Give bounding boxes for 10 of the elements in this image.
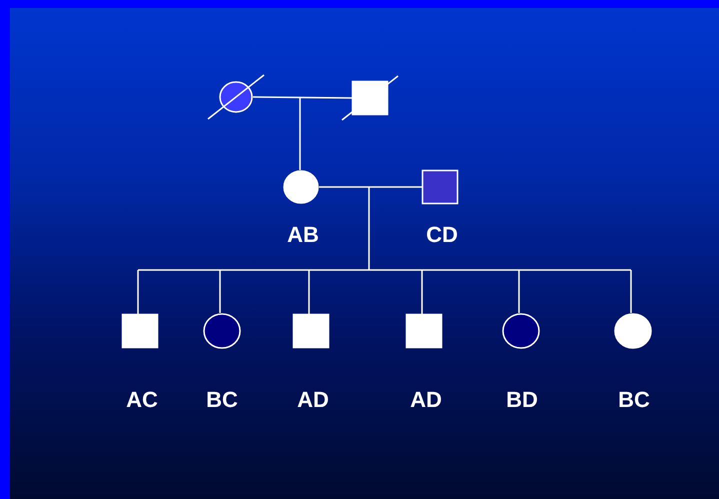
genotype-label: AD <box>410 387 442 413</box>
genotype-label: BC <box>618 387 650 413</box>
genotype-label: AB <box>287 222 319 248</box>
genotype-label: BC <box>206 387 238 413</box>
genotype-label: AC <box>126 387 158 413</box>
genotype-label: CD <box>426 222 458 248</box>
genotype-label: AD <box>297 387 329 413</box>
genotype-label: BD <box>506 387 538 413</box>
pedigree-line <box>252 96 353 171</box>
pedigree-line <box>137 186 632 315</box>
